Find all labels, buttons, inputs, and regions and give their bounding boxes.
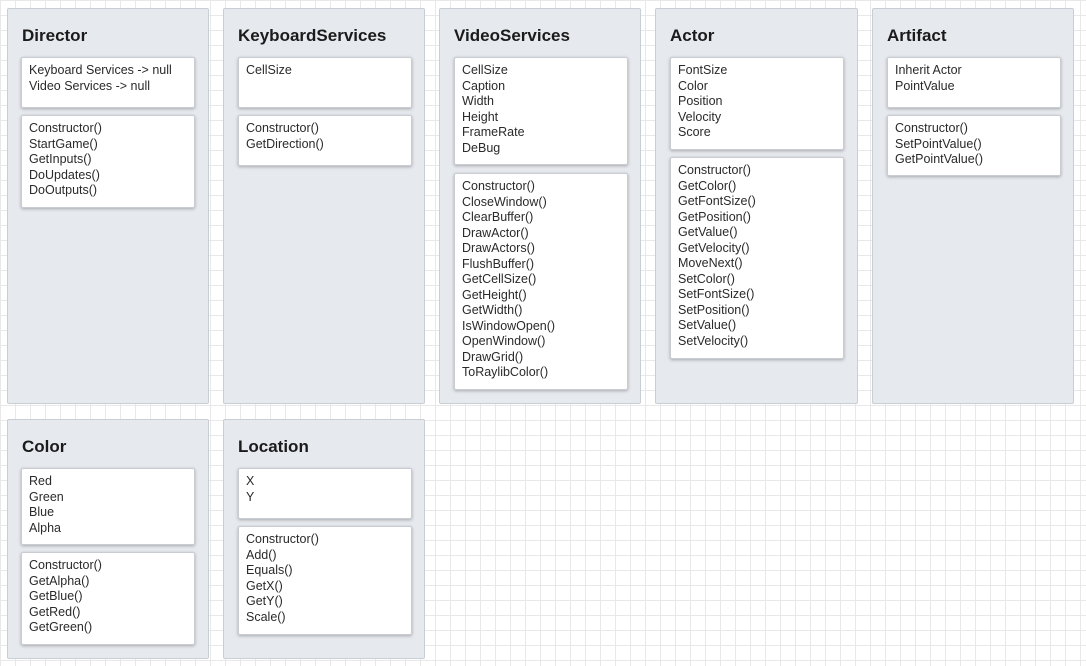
method: GetY() — [246, 594, 283, 608]
method: MoveNext() — [678, 256, 743, 270]
method: DrawActors() — [462, 241, 535, 255]
method: GetVelocity() — [678, 240, 750, 255]
attribute: CellSize — [462, 63, 508, 77]
method: Scale() — [246, 609, 286, 624]
attribute: DeBug — [462, 140, 501, 155]
method: GetColor() — [678, 178, 737, 193]
method: ClearBuffer() — [462, 210, 534, 224]
attributes-box[interactable]: X Y — [238, 468, 412, 519]
method: OpenWindow() — [462, 334, 546, 348]
method: Constructor() — [29, 558, 102, 572]
method: StartGame() — [29, 136, 98, 151]
method: DrawGrid() — [462, 349, 524, 364]
method: Constructor() — [895, 121, 968, 135]
attributes-box[interactable]: FontSize Color Position Velocity Score — [670, 57, 844, 150]
class-panel-color[interactable]: Color Red Green Blue Alpha Constructor()… — [7, 419, 209, 659]
method: Constructor() — [246, 532, 319, 546]
class-title: Color — [22, 437, 67, 456]
method: Equals() — [246, 563, 293, 577]
attribute: Alpha — [29, 520, 61, 535]
method: Constructor() — [29, 121, 102, 135]
attribute: Position — [678, 94, 723, 108]
attribute: Video Services -> null — [29, 78, 151, 93]
method: SetValue() — [678, 318, 737, 332]
methods-box[interactable]: Constructor() SetPointValue() GetPointVa… — [887, 115, 1061, 176]
method: SetPointValue() — [895, 136, 982, 151]
attributes-box[interactable]: Keyboard Services -> null Video Services… — [21, 57, 195, 108]
method: ToRaylibColor() — [462, 365, 549, 379]
methods-box[interactable]: Constructor() CloseWindow() ClearBuffer(… — [454, 173, 628, 390]
method: GetInputs() — [29, 152, 92, 166]
method: GetCellSize() — [462, 272, 537, 286]
method: CloseWindow() — [462, 194, 547, 209]
attribute: Inherit Actor — [895, 63, 962, 77]
class-panel-keyboardservices[interactable]: KeyboardServices CellSize Constructor() … — [223, 8, 425, 404]
method: GetDirection() — [246, 136, 324, 151]
attribute: FrameRate — [462, 125, 525, 139]
method: GetAlpha() — [29, 573, 90, 588]
attribute: Green — [29, 489, 64, 504]
class-panel-artifact[interactable]: Artifact Inherit Actor PointValue Constr… — [872, 8, 1074, 404]
method: Constructor() — [246, 121, 319, 135]
attributes-box[interactable]: CellSize Caption Width Height FrameRate … — [454, 57, 628, 165]
attribute: Score — [678, 125, 711, 139]
method: SetVelocity() — [678, 333, 749, 348]
methods-box[interactable]: Constructor() GetAlpha() GetBlue() GetRe… — [21, 552, 195, 645]
attribute: PointValue — [895, 78, 955, 93]
attribute: Blue — [29, 505, 55, 519]
methods-box[interactable]: Constructor() Add() Equals() GetX() GetY… — [238, 526, 412, 635]
attribute: Caption — [462, 78, 506, 93]
method: GetWidth() — [462, 303, 523, 317]
class-title: KeyboardServices — [238, 26, 387, 45]
method: DoUpdates() — [29, 167, 100, 182]
method: GetPosition() — [678, 209, 751, 224]
class-panel-videoservices[interactable]: VideoServices CellSize Caption Width Hei… — [439, 8, 641, 404]
attribute: Width — [462, 94, 494, 108]
method: Add() — [246, 547, 277, 562]
attributes-box[interactable]: CellSize — [238, 57, 412, 108]
method: GetGreen() — [29, 620, 93, 634]
attribute: Velocity — [678, 109, 722, 124]
attribute: Y — [246, 489, 255, 504]
method: GetFontSize() — [678, 194, 756, 208]
method: GetX() — [246, 578, 283, 593]
attribute: Height — [462, 109, 499, 124]
method: GetValue() — [678, 225, 738, 239]
class-panel-location[interactable]: Location X Y Constructor() Add() Equals(… — [223, 419, 425, 659]
method: SetFontSize() — [678, 287, 755, 301]
method: DoOutputs() — [29, 183, 98, 197]
class-title: Artifact — [887, 26, 947, 45]
class-title: Actor — [670, 26, 715, 45]
class-panel-director[interactable]: Director Keyboard Services -> null Video… — [7, 8, 209, 404]
attribute: Red — [29, 474, 52, 488]
class-title: VideoServices — [454, 26, 570, 45]
method: GetHeight() — [462, 287, 527, 302]
method: GetBlue() — [29, 589, 83, 603]
attributes-box[interactable]: Red Green Blue Alpha — [21, 468, 195, 545]
attribute: Keyboard Services -> null — [29, 63, 172, 77]
method: Constructor() — [462, 179, 535, 193]
attribute: Color — [678, 78, 708, 93]
method: FlushBuffer() — [462, 256, 535, 271]
method: GetRed() — [29, 604, 81, 619]
method: GetPointValue() — [895, 152, 984, 166]
attribute: FontSize — [678, 63, 728, 77]
method: SetColor() — [678, 271, 735, 286]
methods-box[interactable]: Constructor() GetColor() GetFontSize() G… — [670, 157, 844, 359]
attributes-box[interactable]: Inherit Actor PointValue — [887, 57, 1061, 108]
class-title: Director — [22, 26, 88, 45]
method: DrawActor() — [462, 225, 529, 240]
method: IsWindowOpen() — [462, 318, 556, 333]
method: Constructor() — [678, 163, 751, 177]
method: SetPosition() — [678, 302, 750, 317]
methods-box[interactable]: Constructor() StartGame() GetInputs() Do… — [21, 115, 195, 208]
class-panel-actor[interactable]: Actor FontSize Color Position Velocity S… — [655, 8, 858, 404]
attribute: CellSize — [246, 63, 292, 77]
attribute: X — [246, 474, 255, 488]
methods-box[interactable]: Constructor() GetDirection() — [238, 115, 412, 166]
class-title: Location — [238, 437, 309, 456]
